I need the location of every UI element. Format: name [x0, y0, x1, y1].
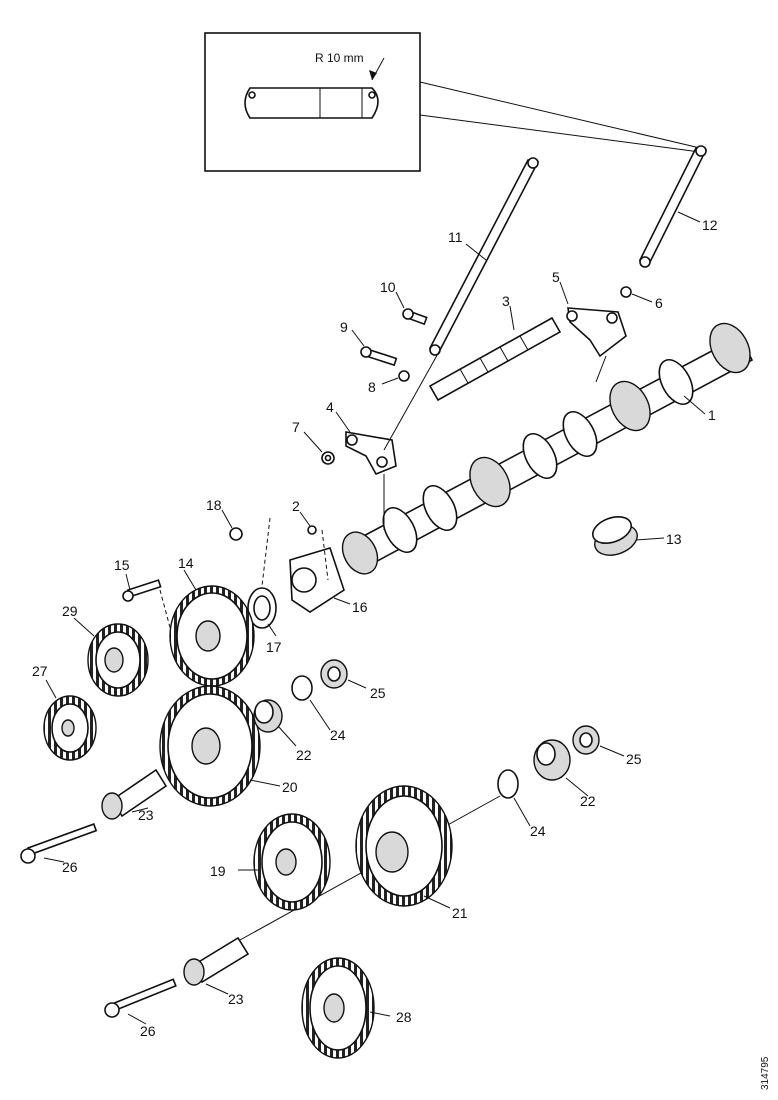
callout-16: 16 [352, 599, 368, 615]
gear-21 [355, 785, 453, 907]
callout-26-upper: 26 [62, 859, 78, 875]
rocker-arm-4 [345, 431, 397, 476]
nut-8 [398, 370, 410, 382]
hub-23-lower [183, 936, 250, 986]
callout-10: 10 [380, 279, 396, 295]
inset-detail-box: R 10 mm [204, 32, 701, 172]
bolt-26-upper [20, 823, 98, 864]
callout-13: 13 [666, 531, 682, 547]
cap-25-upper [320, 659, 348, 689]
callout-9: 9 [340, 319, 348, 335]
callout-26-lower: 26 [140, 1023, 156, 1039]
rocker-shaft [428, 316, 562, 402]
bolt-10 [402, 308, 428, 326]
camshaft-gear-14 [169, 585, 255, 687]
nut-6 [620, 286, 632, 298]
bolt-15 [122, 579, 162, 602]
ring-24-upper [291, 675, 313, 701]
pushrod-end-detail [244, 87, 379, 119]
thrust-plate-16 [289, 547, 345, 613]
drawing-reference-number: 314795 [760, 1056, 771, 1090]
callout-5: 5 [552, 269, 560, 285]
callout-24-lower: 24 [530, 823, 546, 839]
rocker5-to-cam-line [595, 355, 607, 383]
callout-18: 18 [206, 497, 222, 513]
callout-6: 6 [655, 295, 663, 311]
ring-24-lower [497, 769, 519, 799]
gear-19 [253, 813, 331, 911]
alignment-line-b [321, 529, 329, 581]
callout-14: 14 [178, 555, 194, 571]
callout-2: 2 [292, 498, 300, 514]
pin-2 [307, 525, 317, 535]
callout-19: 19 [210, 863, 226, 879]
bushing-22-upper [253, 699, 283, 733]
callout-25-lower: 25 [626, 751, 642, 767]
callout-22-upper: 22 [296, 747, 312, 763]
rocker-arm-5 [566, 307, 627, 358]
alignment-line-a [261, 517, 271, 587]
radius-label: R 10 mm [315, 51, 364, 65]
callout-27: 27 [32, 663, 48, 679]
callout-12: 12 [702, 217, 718, 233]
callout-8: 8 [368, 379, 376, 395]
callout-23-upper: 23 [138, 807, 154, 823]
idler-gear-20 [159, 685, 261, 807]
callout-4: 4 [326, 399, 334, 415]
bolt-9 [360, 346, 398, 367]
camshaft [341, 322, 754, 575]
pushrod-11 [428, 157, 540, 356]
callout-1: 1 [708, 407, 716, 423]
nut-7 [321, 451, 335, 465]
callout-17: 17 [266, 639, 282, 655]
pushrod-12 [638, 145, 708, 268]
callout-25-upper: 25 [370, 685, 386, 701]
callout-29: 29 [62, 603, 78, 619]
washer-17 [247, 587, 277, 629]
callout-21: 21 [452, 905, 468, 921]
bearing-sleeve-13 [591, 516, 638, 556]
bolt-18 [229, 527, 243, 541]
gear-28 [301, 957, 375, 1059]
callout-28: 28 [396, 1009, 412, 1025]
callout-22-lower: 22 [580, 793, 596, 809]
gear-27 [43, 695, 97, 761]
cap-25-lower [572, 725, 600, 755]
callout-11: 11 [448, 229, 463, 245]
radius-arrow-head [369, 70, 377, 80]
callout-24-upper: 24 [330, 727, 346, 743]
callout-7: 7 [292, 419, 300, 435]
callout-15: 15 [114, 557, 130, 573]
bolt-26-lower [104, 978, 177, 1018]
callout-20: 20 [282, 779, 298, 795]
bushing-22-lower [533, 739, 571, 781]
inset-leader-bottom [419, 114, 701, 153]
callout-3: 3 [502, 293, 510, 309]
gear-29 [87, 623, 149, 697]
callout-leaders [43, 211, 706, 1025]
hub-23-upper [101, 768, 168, 820]
callout-23-lower: 23 [228, 991, 244, 1007]
pushrod-to-rocker-line [383, 349, 441, 451]
inset-leader-top [419, 81, 701, 149]
